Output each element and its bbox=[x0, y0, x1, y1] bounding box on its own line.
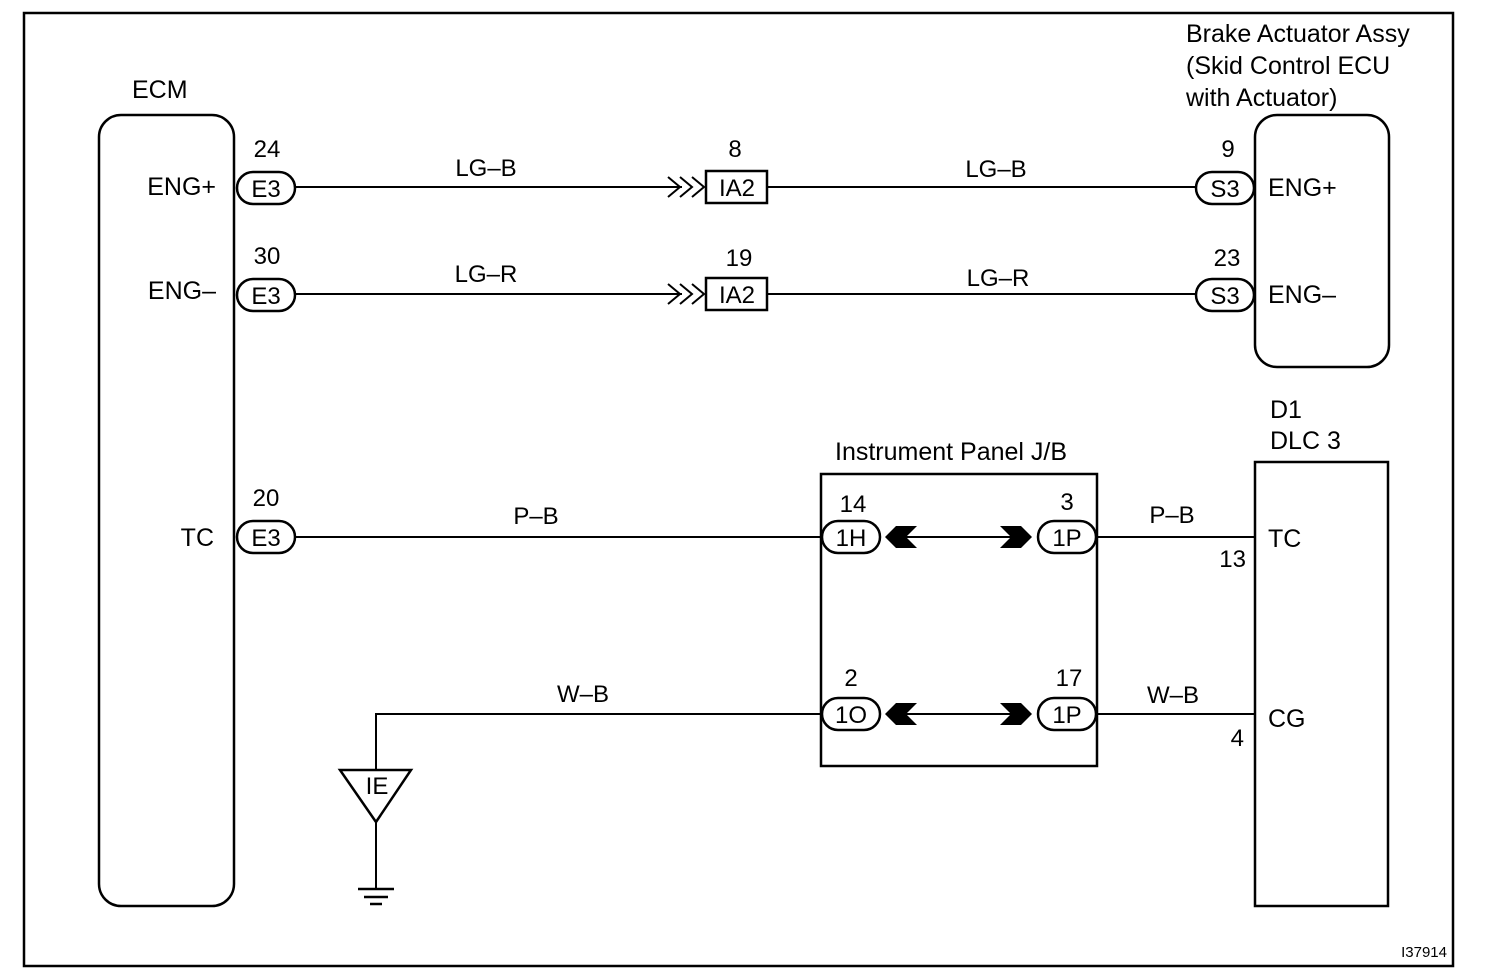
connector-e3-tc: E3 bbox=[235, 519, 297, 555]
wires bbox=[295, 186, 1255, 888]
svg-text:1O: 1O bbox=[835, 702, 867, 729]
ecm-terminal-tc: TC bbox=[181, 524, 214, 552]
connector-ia2-eng-minus: IA2 bbox=[667, 276, 769, 312]
jb-plug-right-ground bbox=[1000, 703, 1032, 725]
wire-label-eng-plus-left: LG–B bbox=[455, 155, 516, 182]
pin-e3-tc: 20 bbox=[253, 485, 280, 512]
wire-label-tc-right: P–B bbox=[1149, 502, 1194, 529]
brake-actuator-title-line-2: (Skid Control ECU bbox=[1186, 52, 1390, 80]
dlc-title: DLC 3 bbox=[1270, 427, 1341, 455]
brake-actuator-title-line-1: Brake Actuator Assy bbox=[1186, 20, 1410, 48]
wire-label-eng-minus-right: LG–R bbox=[967, 265, 1030, 292]
svg-text:S3: S3 bbox=[1210, 283, 1239, 310]
svg-text:IE: IE bbox=[366, 773, 389, 800]
pin-e3-eng-plus: 24 bbox=[254, 136, 281, 163]
wire-label-tc-left: P–B bbox=[513, 503, 558, 530]
pin-s3-eng-minus: 23 bbox=[1214, 245, 1241, 272]
ground-point-ie: IE bbox=[337, 768, 414, 825]
connector-s3-eng-minus: S3 bbox=[1194, 277, 1256, 313]
dlc-terminal-cg: CG bbox=[1268, 705, 1306, 733]
ecm-title: ECM bbox=[132, 76, 188, 104]
pin-jb-1p-tc: 3 bbox=[1060, 489, 1073, 516]
junction-block-box bbox=[819, 472, 1099, 768]
brake-actuator-terminal-eng-plus: ENG+ bbox=[1268, 174, 1337, 202]
svg-text:IA2: IA2 bbox=[719, 282, 755, 309]
pin-jb-1o: 2 bbox=[844, 665, 857, 692]
junction-block-title: Instrument Panel J/B bbox=[835, 438, 1067, 466]
jb-plug-right-tc bbox=[1000, 526, 1032, 548]
jb-plug-left-tc bbox=[885, 526, 917, 548]
svg-text:IA2: IA2 bbox=[719, 175, 755, 202]
svg-text:S3: S3 bbox=[1210, 176, 1239, 203]
ecm-box bbox=[97, 113, 236, 908]
jb-plug-left-ground bbox=[885, 703, 917, 725]
svg-text:1H: 1H bbox=[836, 525, 867, 552]
figure-id: I37914 bbox=[1401, 944, 1447, 961]
wire-label-eng-plus-right: LG–B bbox=[965, 156, 1026, 183]
dlc-box bbox=[1253, 460, 1390, 908]
pin-jb-1h: 14 bbox=[840, 491, 867, 518]
pin-s3-eng-plus: 9 bbox=[1221, 136, 1234, 163]
brake-actuator-unit: Brake Actuator Assy (Skid Control ECU wi… bbox=[1185, 20, 1410, 369]
ground-symbol-icon bbox=[358, 887, 394, 906]
connector-s3-eng-plus: S3 bbox=[1194, 170, 1256, 206]
connector-jb-1h: 1H bbox=[820, 519, 917, 555]
ecm-unit: ECM ENG+ ENG– TC bbox=[97, 76, 236, 908]
pin-ia2-eng-minus: 19 bbox=[726, 245, 753, 272]
svg-text:1P: 1P bbox=[1052, 525, 1081, 552]
svg-text:E3: E3 bbox=[251, 283, 280, 310]
pin-e3-eng-minus: 30 bbox=[254, 243, 281, 270]
diagram-frame bbox=[22, 11, 1455, 968]
dlc-pin-tc: 13 bbox=[1219, 546, 1246, 573]
svg-text:E3: E3 bbox=[251, 176, 280, 203]
dlc-pin-cg: 4 bbox=[1231, 725, 1244, 752]
pin-ia2-eng-plus: 8 bbox=[728, 136, 741, 163]
brake-actuator-title-line-3: with Actuator) bbox=[1185, 84, 1337, 112]
connector-e3-eng-plus: E3 bbox=[235, 170, 297, 206]
connector-jb-1p-tc: 1P bbox=[1000, 519, 1098, 555]
junction-block: Instrument Panel J/B bbox=[819, 438, 1099, 768]
connector-jb-1p-cg: 1P bbox=[1000, 696, 1098, 732]
dlc-unit: D1 DLC 3 TC CG 13 4 bbox=[1219, 396, 1390, 908]
pin-jb-1p-cg: 17 bbox=[1056, 665, 1083, 692]
dlc-terminal-tc: TC bbox=[1268, 525, 1301, 553]
ecm-terminal-eng-plus: ENG+ bbox=[147, 173, 216, 201]
wire-ground-left bbox=[375, 713, 822, 770]
wire-label-ground-right: W–B bbox=[1147, 682, 1199, 709]
connector-ia2-eng-plus: IA2 bbox=[667, 169, 769, 205]
svg-text:E3: E3 bbox=[251, 525, 280, 552]
brake-actuator-box bbox=[1253, 113, 1391, 369]
wire-label-ground-left: W–B bbox=[557, 681, 609, 708]
brake-actuator-terminal-eng-minus: ENG– bbox=[1268, 281, 1336, 309]
wire-label-eng-minus-left: LG–R bbox=[455, 261, 518, 288]
ecm-terminal-eng-minus: ENG– bbox=[148, 277, 216, 305]
connector-e3-eng-minus: E3 bbox=[235, 277, 297, 313]
dlc-id: D1 bbox=[1270, 396, 1302, 424]
svg-text:1P: 1P bbox=[1052, 702, 1081, 729]
connector-jb-1o: 1O bbox=[820, 696, 917, 732]
